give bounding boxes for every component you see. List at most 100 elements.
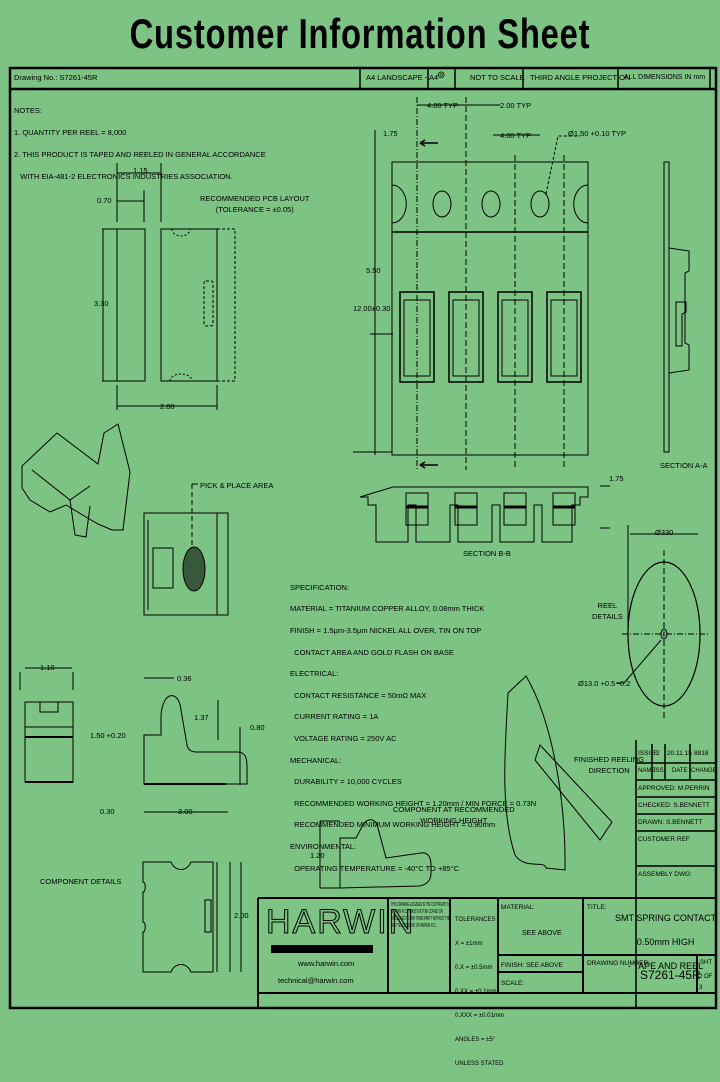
tape-hole-pitch-2: 4.00 TYP	[500, 131, 532, 140]
pcb-layout-label: RECOMMENDED PCB LAYOUT (TOLERANCE = ±0.05…	[200, 193, 309, 215]
checked-value: S.BENNETT	[673, 802, 710, 809]
section-b-b-label: SECTION B-B	[463, 549, 511, 558]
feed-label-line2: DIRECTION	[588, 766, 630, 775]
assembly-dwg-label: ASSEMBLY DWG:	[638, 871, 692, 878]
drawing-number-value: S7261-45R	[640, 968, 701, 982]
approved-value: M.PERRIN	[677, 785, 710, 792]
tolerance-line: X = ±1mm	[455, 941, 483, 947]
spec-line: FINISH = 1.5μm-3.5μm NICKEL ALL OVER, TI…	[290, 625, 482, 635]
reel-diameter: Ø330	[655, 528, 674, 537]
drawing-number-header: Drawing No.: S7261-45R	[14, 72, 97, 83]
component-plan-view	[142, 861, 242, 973]
drawn-value: S.BENNETT	[665, 819, 703, 826]
note-1: 1. QUANTITY PER REEL = 8,000	[14, 128, 127, 137]
drawn-label: DRAWN:	[638, 819, 665, 826]
tape-pitch: 4.00 TYP	[427, 101, 459, 110]
title-line: SMT SPRING CONTACT	[615, 913, 717, 923]
spec-line: MATERIAL = TITANIUM COPPER ALLOY, 0.08mm…	[290, 604, 485, 614]
pcb-label-line2: (TOLERANCE = ±0.05)	[215, 205, 294, 214]
spec-line: CONTACT RESISTANCE = 50mΩ MAX	[290, 690, 427, 700]
reel-hub-diameter: Ø13.0 +0.5 -0.2	[578, 679, 631, 688]
drawn-row: DRAWN: S.BENNETT	[638, 817, 702, 828]
title-line: 0.50mm HIGH	[636, 937, 695, 947]
notes: NOTES: 1. QUANTITY PER REEL = 8,000 2. T…	[14, 94, 266, 193]
revision-issue: ISSUE	[638, 750, 658, 757]
tolerances-label: TOLERANCES	[455, 917, 496, 923]
pcb-dim-width: 2.80	[160, 402, 175, 411]
pcb-label-line1: RECOMMENDED PCB LAYOUT	[200, 194, 310, 203]
reel-view	[616, 525, 710, 720]
material-label: MATERIAL:	[501, 904, 535, 911]
title-line: - TAPE AND REEL	[627, 961, 704, 971]
component-height: 1.50 +0.20	[90, 731, 126, 740]
spec-line: OPERATING TEMPERATURE = -40°C TO +85°C	[290, 863, 460, 873]
component-side-views	[19, 667, 248, 813]
reeling-direction-view	[504, 675, 613, 871]
sheet-value: 2 OF 3	[699, 974, 713, 991]
finish-row: FINISH: SEE ABOVE	[501, 960, 563, 971]
approved-row: APPROVED: M.PERRIN	[638, 783, 710, 794]
section-depth: 1.75	[609, 474, 624, 483]
tape-hole-pitch: 2.00 TYP	[500, 101, 532, 110]
tape-pockets	[399, 291, 582, 383]
material-value: SEE ABOVE	[522, 930, 562, 937]
working-label-line2: WORKING HEIGHT	[420, 816, 488, 825]
website-link[interactable]: www.harwin.com	[298, 959, 355, 968]
revision-col-change: CHANGE	[691, 768, 717, 774]
title-block	[257, 897, 716, 1008]
spec-line: RECOMMENDED WORKING HEIGHT = 1.20mm / MI…	[290, 798, 537, 808]
isometric-view	[21, 423, 131, 538]
copyright-notice: THIS DRAWING & DESIGN IS THE COPYRIGHT O…	[391, 902, 451, 929]
component-tip: 0.36	[177, 674, 192, 683]
pick-place-label: PICK & PLACE AREA	[200, 481, 274, 490]
component-details-label: COMPONENT DETAILS	[40, 877, 122, 886]
pcb-layout-view	[102, 163, 236, 410]
units-note: ALL DIMENSIONS IN mm	[624, 74, 706, 81]
drawing-number-label: DRAWING NUMBER:	[587, 960, 650, 967]
specification-block: SPECIFICATION: MATERIAL = TITANIUM COPPE…	[290, 572, 536, 885]
tolerances-block: TOLERANCES X = ±1mm 0.X = ±0.5mm 0.XX = …	[455, 902, 504, 1082]
section-b-b-view	[359, 485, 610, 543]
tape-edge: 1.75	[383, 129, 398, 138]
component-offset: 0.30	[100, 807, 115, 816]
finish-label: FINISH:	[501, 962, 525, 969]
section-a-a-view	[663, 161, 690, 453]
checked-row: CHECKED: S.BENNETT	[638, 800, 710, 811]
drawing-number-label: Drawing No.:	[14, 73, 58, 82]
note-2: 2. THIS PRODUCT IS TAPED AND REELED IN G…	[14, 150, 266, 159]
sheet-border	[8, 66, 718, 1010]
spec-line: VOLTAGE RATING = 250V AC	[290, 733, 397, 743]
spec-line: MECHANICAL:	[290, 755, 342, 765]
reel-label-line2: DETAILS	[592, 612, 623, 621]
tape-width: 12.00±0.30	[353, 304, 391, 313]
revision-col-name: NAME	[638, 768, 656, 774]
revision-block	[635, 740, 716, 1008]
scale-note: NOT TO SCALE	[470, 73, 525, 82]
tolerance-line: ANGLES = ±5°	[455, 1037, 496, 1043]
sheet-size: A4 LANDSCAPE - A4	[366, 73, 439, 82]
spec-heading: SPECIFICATION:	[290, 582, 350, 592]
component-length: 3.00	[178, 807, 193, 816]
spec-line: DURABILITY = 10,000 CYCLES	[290, 777, 402, 787]
spec-line: ELECTRICAL:	[290, 669, 339, 679]
revision-change: 8818	[694, 750, 709, 757]
tolerance-line: 0.XX = ±0.1mm	[455, 989, 497, 995]
email-link[interactable]: technical@harwin.com	[278, 976, 354, 985]
projection-note: THIRD ANGLE PROJECTION	[530, 73, 631, 82]
component-width: 1.10	[40, 663, 55, 672]
component-body: 0.80	[250, 723, 265, 732]
tape-hole-diameter: Ø1.50 +0.10 TYP	[568, 129, 627, 138]
component-working-view	[319, 819, 432, 889]
pcb-dim-pad: 0.70	[97, 196, 112, 205]
drawing-number-value: S7261-45R	[59, 73, 98, 82]
checked-label: CHECKED:	[638, 802, 672, 809]
sheet-label: SHT	[700, 960, 712, 966]
finish-value: SEE ABOVE	[525, 962, 563, 969]
pcb-dim-height: 3.30	[94, 299, 109, 308]
customer-ref-label: CUSTOMER REF	[638, 836, 690, 843]
note-3: WITH EIA-481-2 ELECTRONICS INDUSTRIES AS…	[14, 172, 233, 181]
revision-number: 2	[656, 750, 660, 757]
projection-symbol-icon: ⊚	[437, 70, 446, 81]
scale-label: SCALE:	[501, 980, 525, 987]
